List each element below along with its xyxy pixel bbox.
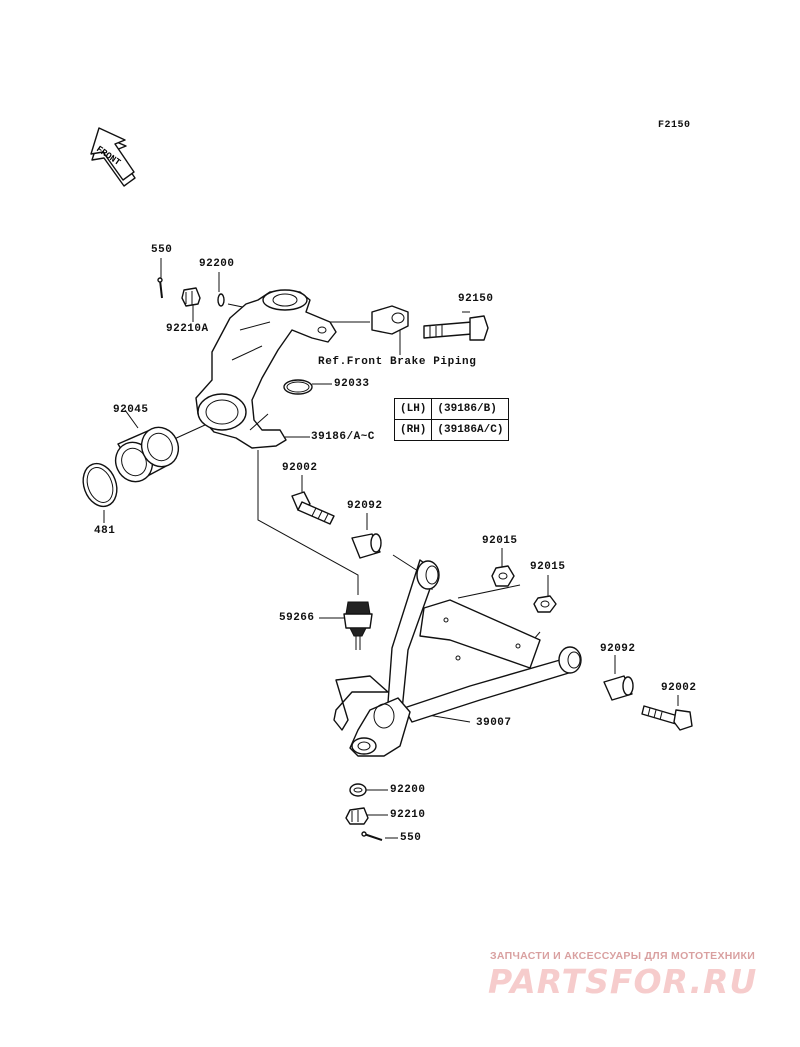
callout-oring: 92033 [334, 378, 370, 390]
callout-nut-top: 92210A [166, 323, 209, 335]
castle-nut-top [181, 287, 201, 307]
cotter-pin-top [157, 277, 163, 299]
callout-bearing: 92045 [113, 404, 149, 416]
ball-joint [343, 601, 373, 650]
callout-bolt-right: 92002 [661, 682, 697, 694]
callout-nut-bottom: 92210 [390, 809, 426, 821]
washer-top [217, 293, 225, 307]
callout-washer-top: 92200 [199, 258, 235, 270]
steering-knuckle [195, 289, 337, 449]
bushing-right [603, 675, 634, 701]
variant-side: (RH) [393, 419, 433, 441]
callout-pin-bottom: 550 [400, 832, 422, 844]
callout-washer-bottom: 92200 [390, 784, 426, 796]
table-row: (RH) (39186A/C) [393, 419, 510, 441]
bearing [114, 426, 180, 483]
brake-piping-bracket [371, 305, 409, 335]
castle-nut-bottom [345, 807, 369, 825]
front-arrow-icon: FRONT [90, 127, 136, 187]
cotter-pin-bottom [361, 831, 383, 841]
variant-table: (LH) (39186/B) (RH) (39186A/C) [393, 398, 510, 441]
circlip [82, 462, 118, 508]
diagram-code: F2150 [658, 120, 691, 131]
watermark-tagline: ЗАПЧАСТИ И АКСЕССУАРЫ ДЛЯ МОТОТЕХНИКИ [490, 950, 756, 962]
bushing-left [351, 533, 382, 559]
variant-part: (39186A/C) [431, 419, 510, 441]
callout-ball-joint: 59266 [279, 612, 315, 624]
callout-circlip: 481 [94, 525, 116, 537]
callout-arm: 39007 [476, 717, 512, 729]
bolt-left [291, 491, 335, 525]
bolt-92150 [423, 315, 489, 341]
nut-92015-a [491, 565, 515, 587]
callout-nut-left: 92015 [482, 535, 518, 547]
o-ring [283, 379, 313, 395]
reference-note: Ref.Front Brake Piping [318, 356, 477, 368]
variant-part: (39186/B) [431, 398, 510, 420]
callout-knuckle: 39186/A~C [311, 431, 375, 443]
washer-bottom [349, 783, 367, 797]
callout-bolt-knuckle: 92150 [458, 293, 494, 305]
bolt-right [641, 705, 693, 731]
nut-92015-b [533, 595, 557, 613]
table-row: (LH) (39186/B) [393, 398, 510, 420]
callout-bolt-left: 92002 [282, 462, 318, 474]
callout-bushing-right: 92092 [600, 643, 636, 655]
callout-nut-right: 92015 [530, 561, 566, 573]
watermark-logo: PARTSFOR.RU [488, 962, 758, 1001]
variant-side: (LH) [393, 398, 433, 420]
callout-pin-top: 550 [151, 244, 173, 256]
callout-bushing-left: 92092 [347, 500, 383, 512]
a-arm [333, 559, 582, 757]
